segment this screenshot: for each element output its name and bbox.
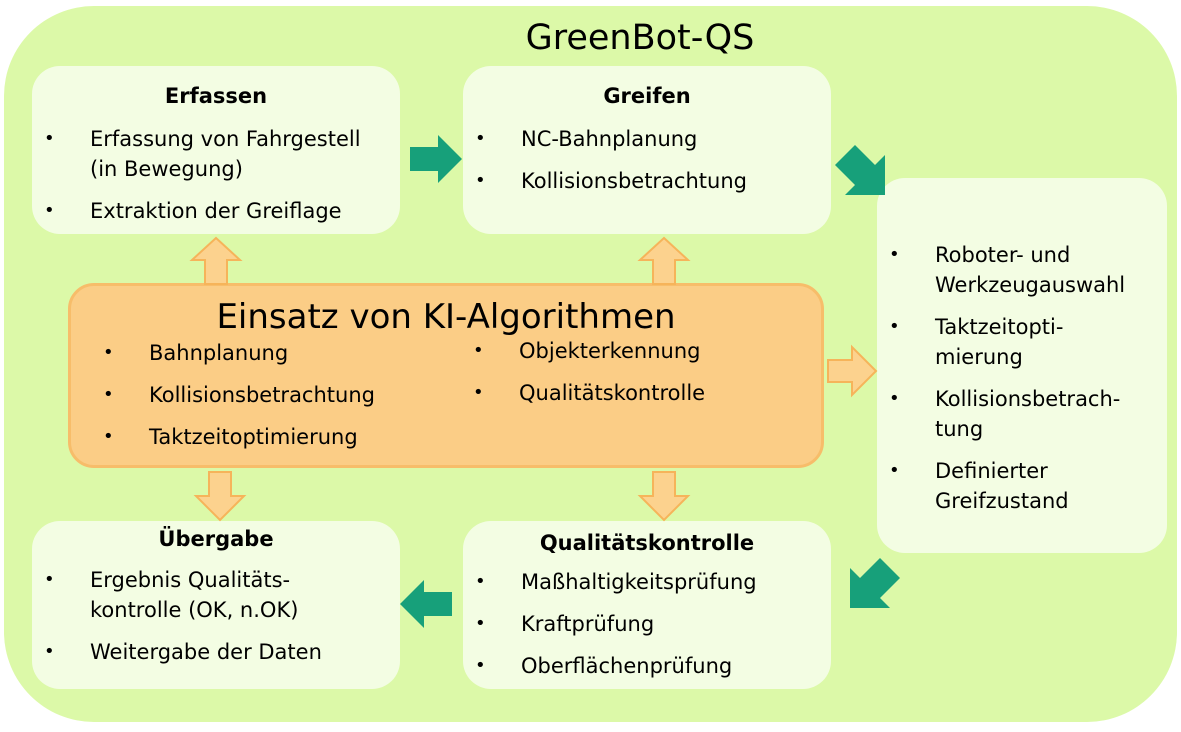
orange-arrow-down-qualitaet xyxy=(637,471,691,522)
orange-arrow-right-roboter xyxy=(827,344,878,398)
list-item: Kollisionsbetrachtung xyxy=(463,166,831,196)
green-arrow-right xyxy=(410,135,462,183)
list-item: Taktzeitopti-mierung xyxy=(877,312,1167,372)
ki-title: Einsatz von KI-Algorithmen xyxy=(216,297,676,337)
list-item: Ergebnis Qualitäts-kontrolle (OK, n.OK) xyxy=(32,565,400,625)
list-item: Kollisionsbetrach-tung xyxy=(877,384,1167,444)
list-item: Taktzeitoptimierung xyxy=(91,422,451,452)
ki-left-list: BahnplanungKollisionsbetrachtungTaktzeit… xyxy=(91,338,451,464)
box-erfassen: Erfassen Erfassung von Fahrgestell(in Be… xyxy=(32,66,400,234)
list-item: Erfassung von Fahrgestell(in Bewegung) xyxy=(32,124,400,184)
list-item: Extraktion der Greiflage xyxy=(32,196,400,226)
box-greifen: Greifen NC-BahnplanungKollisionsbetracht… xyxy=(463,66,831,234)
box-qualitaet-title: Qualitätskontrolle xyxy=(539,531,755,555)
box-qualitaetskontrolle: Qualitätskontrolle Maßhaltigkeitsprüfung… xyxy=(463,521,831,689)
list-item: Qualitätskontrolle xyxy=(461,378,821,408)
box-roboter-list: Roboter- undWerkzeugauswahlTaktzeitopti-… xyxy=(877,240,1167,528)
box-greifen-title: Greifen xyxy=(603,84,691,108)
list-item: Weitergabe der Daten xyxy=(32,637,400,667)
orange-arrow-up-erfassen xyxy=(189,236,243,285)
list-item: Kollisionsbetrachtung xyxy=(91,380,451,410)
green-arrow-down-left xyxy=(850,558,900,608)
orange-arrow-down-uebergabe xyxy=(193,471,247,522)
box-erfassen-list: Erfassung von Fahrgestell(in Bewegung) Ex… xyxy=(32,124,400,238)
list-item: Maßhaltigkeitsprüfung xyxy=(463,567,831,597)
box-qualitaet-list: MaßhaltigkeitsprüfungKraftprüfungOberflä… xyxy=(463,567,831,693)
box-greifen-list: NC-BahnplanungKollisionsbetrachtung xyxy=(463,124,831,208)
list-item: NC-Bahnplanung xyxy=(463,124,831,154)
green-arrow-left xyxy=(400,580,452,628)
box-roboter-werkzeug: Roboter- undWerkzeugauswahlTaktzeitopti-… xyxy=(877,178,1167,553)
list-item: Kraftprüfung xyxy=(463,609,831,639)
green-arrow-down-right xyxy=(835,145,885,195)
box-uebergabe-title: Übergabe xyxy=(158,527,274,551)
list-item: Bahnplanung xyxy=(91,338,451,368)
ki-right-list: ObjekterkennungQualitätskontrolle xyxy=(461,336,821,420)
orange-arrow-up-greifen xyxy=(637,236,691,285)
diagram-title: GreenBot-QS xyxy=(525,18,755,58)
box-erfassen-title: Erfassen xyxy=(164,84,268,108)
list-item: Objekterkennung xyxy=(461,336,821,366)
ki-algorithmen-box: Einsatz von KI-Algorithmen BahnplanungKo… xyxy=(68,283,824,468)
box-uebergabe: Übergabe Ergebnis Qualitäts-kontrolle (O… xyxy=(32,521,400,689)
list-item: Oberflächenprüfung xyxy=(463,651,831,681)
box-uebergabe-list: Ergebnis Qualitäts-kontrolle (OK, n.OK) W… xyxy=(32,565,400,679)
